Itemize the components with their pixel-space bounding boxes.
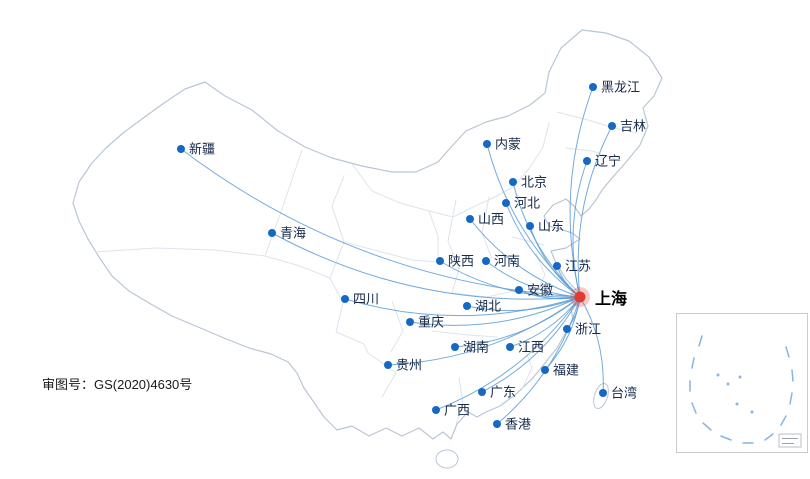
inset-islands [716, 373, 754, 414]
province-label: 江西 [518, 339, 545, 355]
province-dot [563, 325, 571, 333]
province-dot [436, 257, 444, 265]
hainan-island [435, 449, 459, 469]
flight-line [509, 296, 581, 348]
province-label: 吉林 [620, 118, 647, 134]
flight-line [572, 160, 588, 298]
flight-line [409, 296, 581, 326]
flight-line [505, 202, 581, 298]
flight-line [439, 260, 581, 298]
province-label: 青海 [280, 225, 307, 241]
province-dot [509, 178, 517, 186]
province-label: 湖南 [463, 339, 490, 355]
flight-line [466, 296, 581, 312]
province-dots [177, 83, 616, 428]
province-label: 山西 [478, 211, 505, 227]
province-dot [493, 420, 501, 428]
province-dot [268, 229, 276, 237]
province-label: 四川 [353, 291, 380, 307]
province-dot [526, 222, 534, 230]
province-dot [589, 83, 597, 91]
flight-line [485, 260, 581, 298]
province-dot [463, 302, 471, 310]
province-dot [502, 199, 510, 207]
province-dot [177, 145, 185, 153]
province-dot [541, 366, 549, 374]
province-label: 河南 [494, 253, 521, 269]
inset-scale-box [778, 433, 802, 448]
province-dot [451, 343, 459, 351]
flight-lines [180, 86, 613, 425]
province-dot [341, 295, 349, 303]
province-label: 内蒙 [495, 136, 522, 152]
province-label: 黑龙江 [601, 79, 641, 95]
province-label: 广西 [444, 402, 471, 418]
flight-line [496, 296, 581, 425]
province-dot [466, 215, 474, 223]
hub-label: 上海 [595, 291, 628, 308]
province-label: 北京 [521, 174, 548, 190]
flight-line [271, 232, 581, 300]
province-label: 福建 [553, 362, 580, 378]
flight-line [435, 296, 581, 411]
flight-line [486, 143, 581, 298]
province-label: 台湾 [611, 385, 638, 401]
province-dot [483, 140, 491, 148]
province-label: 安徽 [527, 282, 554, 298]
province-dot [583, 157, 591, 165]
flight-line [469, 218, 581, 298]
province-label: 江苏 [565, 258, 592, 274]
province-label: 新疆 [189, 141, 216, 157]
hub-dot-icon [574, 291, 586, 303]
province-dot [599, 389, 607, 397]
province-dot [432, 406, 440, 414]
province-dot [608, 122, 616, 130]
flight-line [577, 125, 613, 298]
province-label: 湖北 [475, 298, 502, 314]
hub-marker [570, 287, 590, 307]
province-dot [478, 388, 486, 396]
province-label: 广东 [490, 384, 517, 400]
province-dot [406, 318, 414, 326]
province-label: 贵州 [396, 357, 423, 373]
province-label: 重庆 [418, 314, 445, 330]
province-label: 河北 [514, 195, 541, 211]
flight-line [387, 296, 581, 366]
province-label: 香港 [505, 416, 532, 432]
flight-line [481, 296, 581, 393]
province-dot [506, 343, 514, 351]
province-dot [384, 361, 392, 369]
nine-dash-line [689, 335, 794, 444]
flight-line [579, 296, 604, 394]
province-dot [553, 262, 561, 270]
province-dot [515, 286, 523, 294]
province-label: 浙江 [575, 321, 602, 337]
south-china-sea-inset [676, 313, 808, 453]
inset-frame [676, 313, 808, 453]
province-borders [94, 111, 638, 425]
province-dot [482, 257, 490, 265]
province-label: 山东 [538, 218, 565, 234]
province-label: 陕西 [448, 253, 475, 269]
province-label: 辽宁 [595, 153, 622, 169]
flight-line [344, 296, 581, 317]
map-approval-number: 审图号：GS(2020)4630号 [42, 377, 193, 392]
